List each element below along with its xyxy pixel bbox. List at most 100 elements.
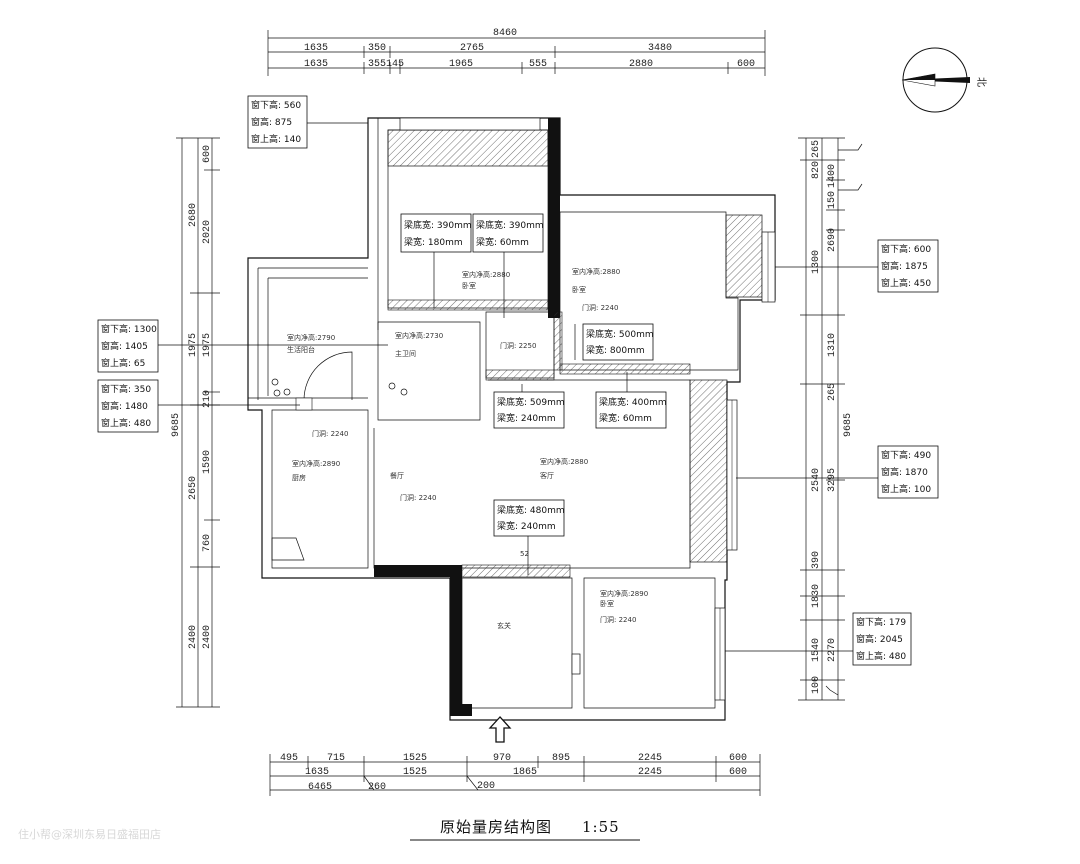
dim-left-r2-0: 600 [202,145,213,163]
beam-note-box: 梁底宽: 400mm 梁宽: 60mm [595,391,667,429]
dim-right-r1-0: 9685 [843,413,854,437]
small-dim-52: 52 [520,550,529,558]
dim-right-r3-4: 1300 [811,250,822,274]
dim-top-r1-3: 3480 [648,43,672,54]
dim-right-r2-0: 2690 [827,228,838,252]
window-note-line2: 窗高: 1480 [101,400,148,412]
dim-top-r1-2: 2765 [460,43,484,54]
door-label-0: 门洞: 2240 [582,303,618,312]
dim-left-r1-2: 2650 [188,476,199,500]
window-note-line1: 窗下高: 490 [881,449,931,461]
dim-top-r2-6: 600 [737,59,755,70]
beam-note-line1: 梁底宽: 390mm [404,219,472,231]
dim-top-r2-3: 1965 [449,59,473,70]
beam-note-line1: 梁底宽: 480mm [497,504,565,516]
beam-note-line2: 梁宽: 60mm [476,236,529,248]
beam-note-line2: 梁宽: 180mm [404,236,463,248]
beam-note-line1: 梁底宽: 509mm [497,396,565,408]
dim-bot-r2-3: 2245 [638,767,662,778]
dim-top-r1-0: 1635 [304,43,328,54]
room-name-bedroom-right: 卧室 [572,285,586,294]
dim-top-r2-4: 555 [529,59,547,70]
room-ceiling-bedroom-right: 室内净高:2880 [572,267,620,276]
beam-note-box: 梁底宽: 500mm 梁宽: 800mm [582,323,654,361]
window-note-box: 窗下高: 600 窗高: 1875 窗上高: 450 [877,239,939,293]
window-note-line1: 窗下高: 600 [881,243,931,255]
dim-right-r3-2: 1400 [827,164,838,188]
leader-lines [158,122,878,652]
dim-right-r2-4: 1830 [811,584,822,608]
window-note-line3: 窗上高: 450 [881,277,931,289]
dim-left-r2-6: 2400 [202,625,213,649]
dim-top-r2-5: 2880 [629,59,653,70]
window-note-line3: 窗上高: 65 [101,357,145,369]
beam-note-line2: 梁宽: 240mm [497,412,556,424]
dim-left-r1-3: 2400 [188,625,199,649]
drawing-title: 原始量房结构图 1:55 [410,818,640,841]
room-ceiling-bedroom-bottom: 室内净高:2890 [600,589,648,598]
dim-right-r3-7: 1540 [811,638,822,662]
window-note-line3: 窗上高: 140 [251,133,301,145]
entry-arrow-icon [488,716,512,743]
dim-bot-small-b: 200 [477,781,495,792]
compass-north-label: 北 [974,77,987,87]
dim-top-r2-0: 1635 [304,59,328,70]
dim-top-r2-2: 145 [386,59,404,70]
dim-right-r3-8: 100 [811,676,822,694]
room-name-balcony: 生活阳台 [287,345,315,354]
room-labels: 卧室 室内净高:2880 卧室 室内净高:2880 主卫间 室内净高:2730 … [287,267,648,630]
beam-note-line2: 梁宽: 60mm [599,412,652,424]
dim-left-r1-0: 2680 [188,203,199,227]
dim-bot-r2-2: 1865 [513,767,537,778]
window-note-line1: 窗下高: 1300 [101,323,157,335]
dim-left-r2-1: 2020 [202,220,213,244]
window-note-box: 窗下高: 179 窗高: 2045 窗上高: 480 [852,612,912,666]
doors [271,351,581,675]
dimensions-top: 8460 1635 350 2765 3480 1635 355 145 196… [267,28,766,76]
room-ceiling-living: 室内净高:2880 [540,457,588,466]
drawing-scale-text: 1:55 [582,818,620,836]
dim-top-r2-1: 355 [368,59,386,70]
window-note-line2: 窗高: 2045 [856,633,903,645]
dim-left-r2-4: 1590 [202,450,213,474]
dim-bot-r1-4: 895 [552,753,570,764]
watermark-text: 住小帮@深圳东易日盛福田店 [18,827,161,841]
window-note-box: 窗下高: 350 窗高: 1480 窗上高: 480 [97,379,159,433]
window-note-line1: 窗下高: 350 [101,383,151,395]
door-label-3: 门洞: 2240 [400,493,436,502]
door-label-4: 门洞: 2240 [600,615,636,624]
beam-note-line2: 梁宽: 240mm [497,520,556,532]
window-note-line3: 窗上高: 480 [101,417,151,429]
window-note-line2: 窗高: 875 [251,116,292,128]
beam-note-box: 梁底宽: 509mm 梁宽: 240mm [493,391,565,429]
beam-note-box: 梁底宽: 480mm 梁宽: 240mm [493,499,565,537]
room-ceiling-balcony: 室内净高:2790 [287,333,335,342]
dim-right-r2-1: 1310 [827,333,838,357]
drawing-title-text: 原始量房结构图 [440,818,552,836]
dim-right-r2-3: 3295 [827,468,838,492]
dim-right-r3-6: 390 [811,551,822,569]
dim-right-r3-0: 265 [811,140,822,158]
beam-note-line1: 梁底宽: 500mm [586,328,654,340]
dim-bot-overall: 6465 [308,782,332,793]
room-ceiling-kitchen: 室内净高:2890 [292,459,340,468]
compass: 北 [901,47,987,113]
dim-right-r3-1: 820 [811,161,822,179]
dim-bot-r1-0: 495 [280,753,298,764]
dim-bot-r2-4: 600 [729,767,747,778]
dimensions-right: 9685 2690 1310 265 3295 1830 2270 265 82… [798,137,863,701]
dim-bot-r1-2: 1525 [403,753,427,764]
dim-bot-r1-5: 2245 [638,753,662,764]
beam-note-line2: 梁宽: 800mm [586,344,645,356]
beam-note-box: 梁底宽: 390mm 梁宽: 60mm [472,213,544,253]
room-name-kitchen: 厨房 [292,473,306,482]
dimensions-left: 9685 2680 1975 2650 2400 600 2020 1975 2… [171,137,220,708]
beam-notes: 梁底宽: 390mm 梁宽: 180mm 梁底宽: 390mm 梁宽: 60mm… [400,213,667,537]
window-note-box: 窗下高: 1300 窗高: 1405 窗上高: 65 [97,319,159,373]
structural-columns [374,118,763,716]
window-note-line1: 窗下高: 179 [856,616,906,628]
door-label-2: 门洞: 2240 [312,429,348,438]
room-ceiling-bedroom-top: 室内净高:2880 [462,270,510,279]
window-notes: 窗下高: 560 窗高: 875 窗上高: 140 窗下高: 1300 窗高: … [97,95,939,666]
